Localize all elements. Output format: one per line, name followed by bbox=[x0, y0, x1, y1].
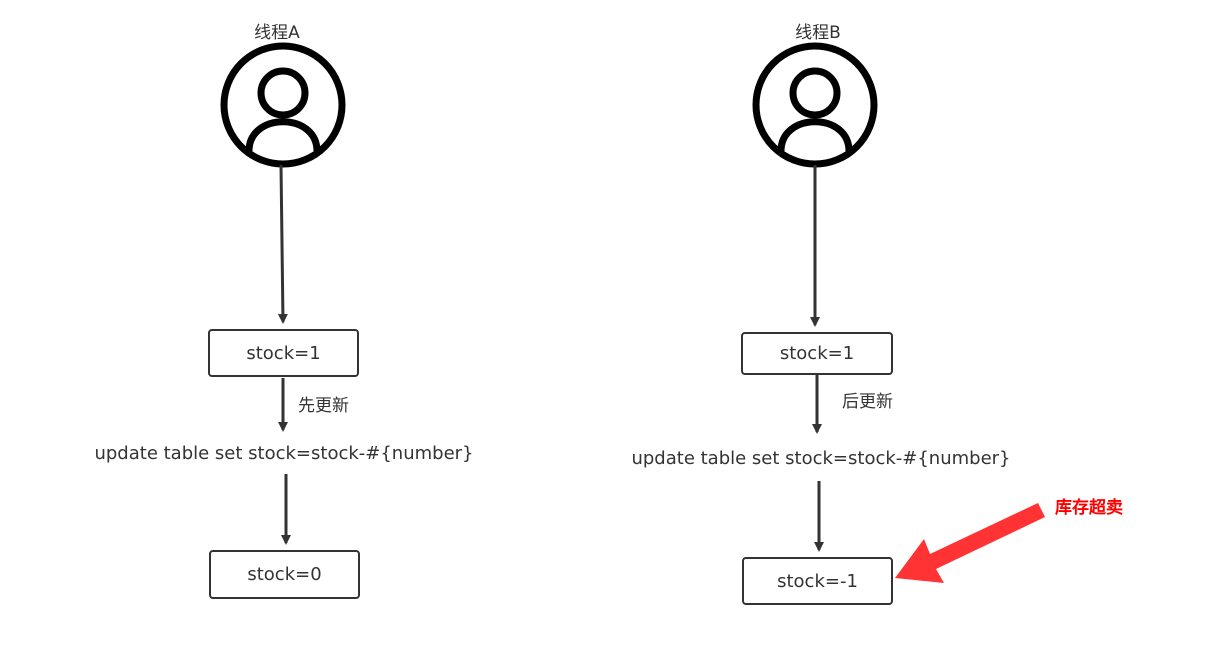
warning-arrow-icon bbox=[895, 503, 1045, 583]
thread-a-start-box: stock=1 bbox=[208, 329, 359, 377]
thread-b-label: 线程B bbox=[795, 23, 841, 43]
thread-b-result-box: stock=-1 bbox=[742, 557, 893, 605]
thread-b-sql: update table set stock=stock-#{number} bbox=[631, 448, 1011, 469]
user-icon bbox=[220, 42, 346, 168]
arrow-a-icon-to-box bbox=[277, 164, 288, 324]
thread-a-sql: update table set stock=stock-#{number} bbox=[94, 443, 474, 464]
thread-a-label: 线程A bbox=[254, 23, 300, 43]
thread-a-result-box: stock=0 bbox=[209, 550, 360, 599]
thread-b-start-box: stock=1 bbox=[741, 332, 893, 375]
thread-a-order-note: 先更新 bbox=[298, 396, 349, 416]
user-icon bbox=[752, 42, 878, 168]
oversell-warning-label: 库存超卖 bbox=[1055, 498, 1123, 518]
thread-b-order-note: 后更新 bbox=[842, 392, 893, 412]
